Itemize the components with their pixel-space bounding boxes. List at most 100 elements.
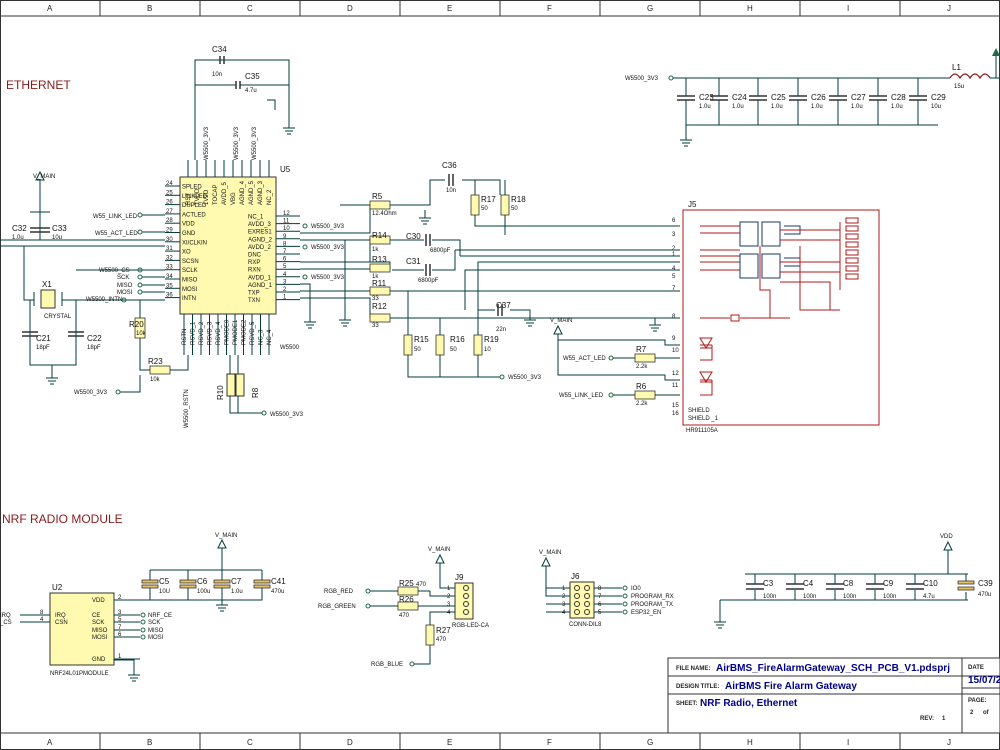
vdd-cap-value: 100n bbox=[763, 594, 776, 600]
c22-ref: C22 bbox=[87, 334, 102, 343]
c26-ref: C26 bbox=[811, 93, 826, 102]
ruler-col-bottom-J: J bbox=[947, 738, 951, 747]
u2-net-terminal bbox=[140, 627, 146, 633]
j6-net-label: ESP32_EN bbox=[631, 610, 661, 616]
r5-ref: R5 bbox=[372, 192, 383, 201]
cap-plate bbox=[213, 584, 231, 589]
u5-left-pin-name: SCLK bbox=[182, 268, 198, 274]
r16-value: 50 bbox=[450, 347, 457, 353]
j6-net-terminal bbox=[622, 601, 628, 607]
j6-value: CONN-DIL8 bbox=[569, 622, 602, 628]
ruler-col-bottom-H: H bbox=[747, 738, 753, 747]
j5-pin-num: 2 bbox=[672, 246, 676, 252]
u2-right-net: MOSI bbox=[148, 635, 164, 641]
u5-right-pin-num: 11 bbox=[283, 219, 290, 225]
net-w5500-3v3-avdd2: W5500_3V3 bbox=[311, 245, 345, 251]
u5-top-pin-name: AGND_3 bbox=[258, 180, 264, 205]
u5-left-pin-name: ACTLED bbox=[182, 212, 206, 218]
ruler-col-top-J: J bbox=[947, 4, 951, 13]
u2-right-pin-num: 1 bbox=[118, 654, 122, 660]
u5-value: W5500 bbox=[280, 345, 300, 351]
ruler-col-bottom-G: G bbox=[647, 738, 653, 747]
j5-pin-num: 9 bbox=[672, 336, 676, 342]
u5-bottom-pin-name: PMODE0 bbox=[225, 319, 231, 345]
u5-left-pin-num: 29 bbox=[166, 228, 173, 234]
u5-bottom-pin-name: RSVD_3 bbox=[208, 321, 214, 345]
u5-bottom-pin-name: RSVD_4 bbox=[216, 321, 222, 345]
j9-value: RGB-LED-CA bbox=[452, 623, 489, 629]
r15-ref: R15 bbox=[414, 335, 429, 344]
c33-ref: C33 bbox=[52, 224, 67, 233]
j9-ref: J9 bbox=[455, 573, 464, 582]
c21-value: 18pF bbox=[36, 345, 50, 351]
l1-value: 15u bbox=[954, 84, 964, 90]
c39-value: 470u bbox=[978, 592, 991, 598]
u5-left-pin-num: 27 bbox=[166, 209, 173, 215]
r12-ref: R12 bbox=[372, 302, 387, 311]
u2-right-pin-num: 3 bbox=[118, 610, 122, 616]
j5-pin-num: 8 bbox=[672, 314, 676, 320]
ruler-col-top-A: A bbox=[47, 4, 53, 13]
j5-ref: J5 bbox=[688, 200, 697, 209]
u5-right-pin-name: RXN bbox=[248, 268, 261, 274]
c39-ref: C39 bbox=[978, 579, 993, 588]
j9-pin-num: 4 bbox=[447, 610, 451, 616]
j6-net-label: PROGRAM_TX bbox=[631, 602, 673, 608]
u5-right-pin-num: 5 bbox=[283, 264, 287, 270]
tb-page: 2 bbox=[970, 710, 974, 716]
vdd-cap-value: 4.7u bbox=[923, 594, 935, 600]
u5-net-labels: W55_LINK_LED W55_ACT_LED W5500_CS SCK MI… bbox=[86, 212, 165, 303]
u2-left-net: _CS bbox=[0, 620, 12, 626]
j6-pin bbox=[584, 601, 590, 607]
ruler-col-bottom-F: F bbox=[547, 738, 552, 747]
w5500-power-filter: W5500_3V3 L1 15u C231.0uC241.0uC251.0uC2… bbox=[625, 48, 1000, 147]
tb-date-label: DATE bbox=[968, 665, 984, 671]
u5-right-pin-name: AVDD_2 bbox=[248, 245, 272, 251]
vdd-label: VDD bbox=[940, 534, 953, 540]
net-w5500-3v3-bottom: W5500_3V3 bbox=[270, 412, 304, 418]
vdd-cap-ref: C8 bbox=[843, 579, 854, 588]
r7-value: 2.2k bbox=[636, 364, 648, 370]
u5-left-pin-num: 30 bbox=[166, 237, 173, 243]
u5-left-pin-num: 25 bbox=[166, 190, 173, 196]
j6-pin bbox=[584, 609, 590, 615]
u5-top-pin-name: AVDD_5 bbox=[222, 181, 228, 205]
tb-design-title: AirBMS Fire Alarm Gateway bbox=[725, 681, 857, 692]
u5-chip: U5 W5500 SPLED24LINKLED25DUPLED26ACTLED2… bbox=[165, 160, 300, 355]
u2-net-terminal bbox=[140, 634, 146, 640]
nrf-cap-value: 100u bbox=[197, 589, 210, 595]
u5-left-pin-name: SPLED bbox=[182, 185, 202, 191]
r13-value: 1k bbox=[372, 274, 379, 280]
v-main-label-2: V_MAIN bbox=[550, 318, 572, 324]
u5-right-pin-num: 8 bbox=[283, 241, 287, 247]
u5-bottom-pin-name: RSTN bbox=[182, 329, 188, 345]
u5-bottom-pin-name: PMODE1 bbox=[233, 319, 239, 345]
cap-plate bbox=[141, 584, 159, 589]
u2-right-net: SCK bbox=[148, 620, 160, 626]
u5-left-pin-name: XO bbox=[182, 250, 191, 256]
ruler-col-bottom-C: C bbox=[247, 738, 253, 747]
r26-value: 470 bbox=[399, 613, 410, 619]
j5-pin-num: 1 bbox=[672, 252, 676, 258]
j6-right-num: 7 bbox=[598, 594, 602, 600]
r10-ref: R10 bbox=[216, 385, 225, 400]
u2-right-pin-name: MISO bbox=[92, 628, 108, 634]
u5-left-pin-name: GND bbox=[182, 231, 196, 237]
u2-right-pin-name: GND bbox=[92, 657, 106, 663]
u5-right-pin-name: AVDD_1 bbox=[248, 275, 272, 281]
u5-left-pin-name: DUPLED bbox=[182, 203, 207, 209]
net-w55-act-led-r: W55_ACT_LED bbox=[563, 356, 606, 362]
vdd-cap-ref: C9 bbox=[883, 579, 894, 588]
title-block: FILE NAME: AirBMS_FireAlarmGateway_SCH_P… bbox=[667, 657, 1000, 734]
j6-pin bbox=[584, 585, 590, 591]
net-rgb-red: RGB_RED bbox=[324, 589, 354, 595]
net-w5500-intn: W5500_INTN bbox=[86, 297, 122, 303]
u5-right-pin-name: AVDD_3 bbox=[248, 222, 272, 228]
c25-value: 1.0u bbox=[771, 104, 783, 110]
u2-right-pin-num: 7 bbox=[118, 625, 122, 631]
